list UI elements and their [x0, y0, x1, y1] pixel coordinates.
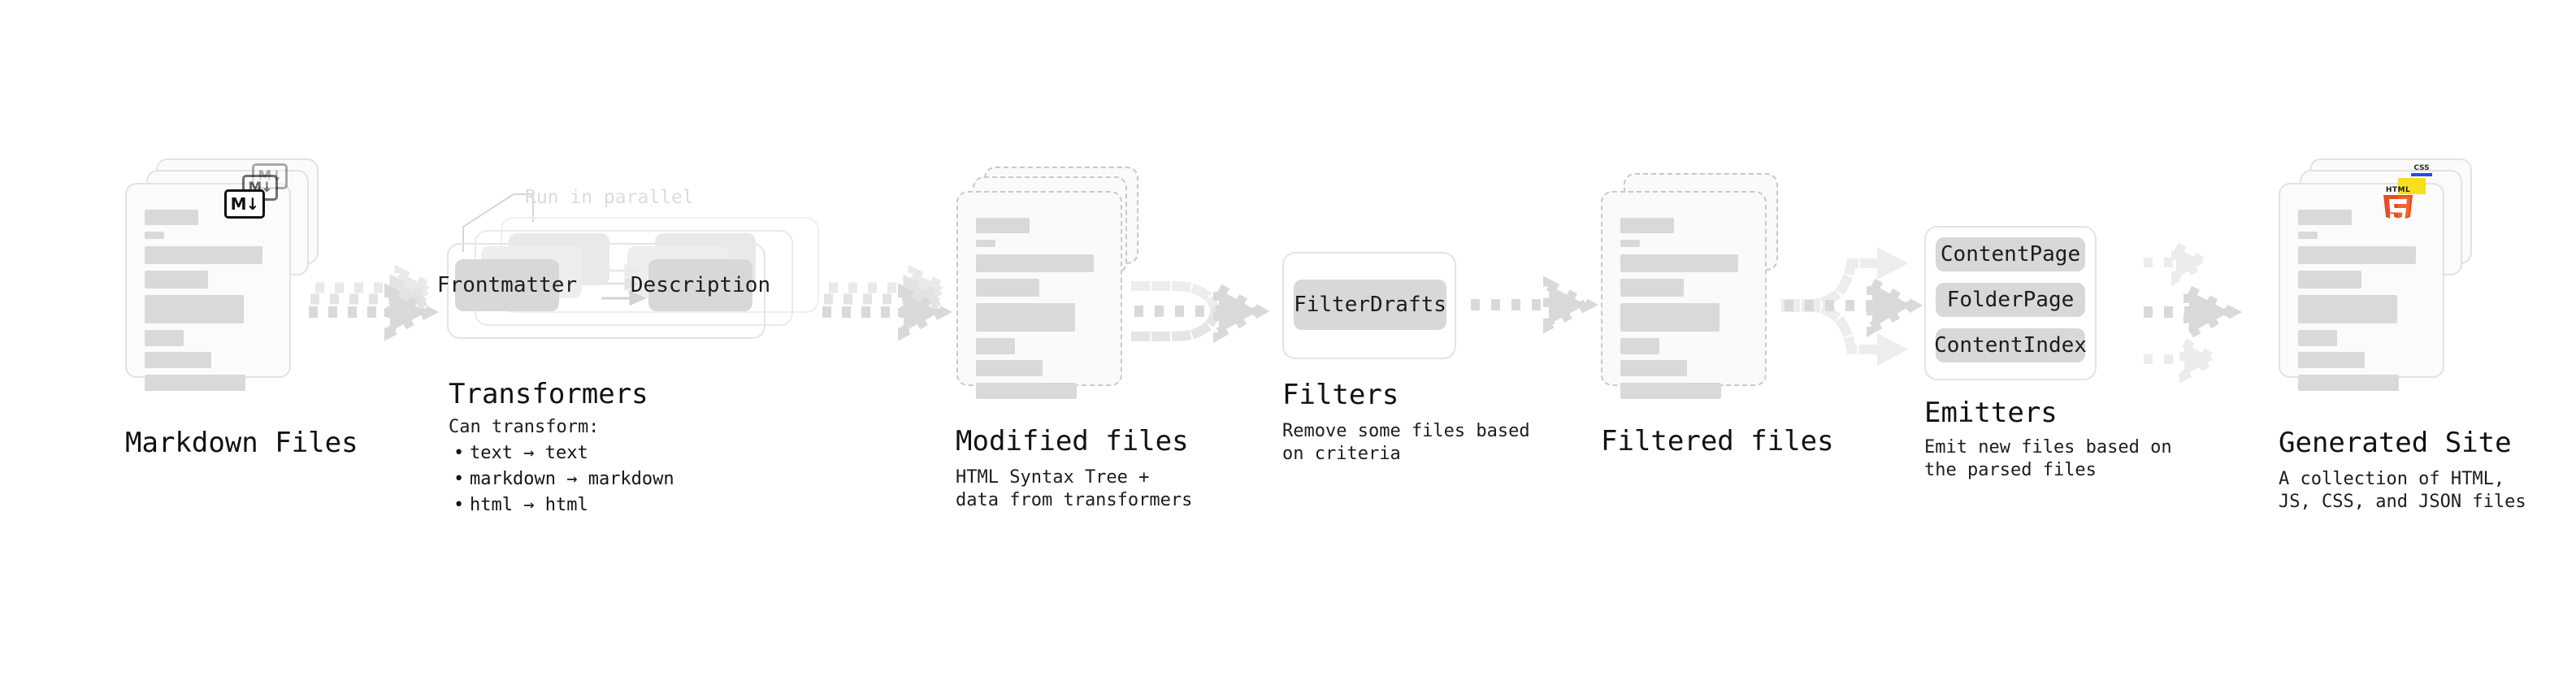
modified-card-front [956, 191, 1122, 399]
transformers-group: Run in parallel Frontmatter Description [437, 187, 821, 370]
connector-emitters-to-generated [2144, 238, 2243, 384]
filtered-card-front [1601, 191, 1767, 399]
connector-filters-to-filtered [1471, 275, 1599, 334]
modified-files-desc-1: data from transformers [956, 490, 1193, 510]
filtered-files-label: Filtered files [1601, 425, 1834, 458]
markdown-icon: M↓ [224, 189, 265, 219]
markdown-files-group: M↓ M↓ M↓ [122, 158, 333, 427]
css3-icon: CSS [2411, 164, 2432, 176]
javascript-icon [2398, 178, 2426, 194]
filterdrafts-chip[interactable]: FilterDrafts [1294, 280, 1446, 330]
generated-site-desc-1: JS, CSS, and JSON files [2279, 492, 2526, 512]
filters-desc-0: Remove some files based [1282, 421, 1530, 441]
emitters-panel [1924, 226, 2097, 380]
description-chip[interactable]: Description [631, 259, 770, 311]
connector-markdown-to-transformers [309, 264, 444, 341]
transformers-bullet-0: text → text [453, 440, 674, 466]
modified-files-group [955, 167, 1158, 435]
emitters-desc-0: Emit new files based on [1924, 437, 2172, 458]
generated-card-front [2279, 183, 2444, 391]
html5-icon: HTML [2383, 186, 2413, 222]
modified-files-desc-0: HTML Syntax Tree + [956, 467, 1150, 488]
markdown-files-label: Markdown Files [125, 427, 358, 459]
contentindex-chip[interactable]: ContentIndex [1934, 328, 2087, 362]
folderpage-chip[interactable]: FolderPage [1936, 283, 2085, 317]
svg-text:HTML: HTML [2386, 186, 2410, 194]
transformers-bullets: text → text markdown → markdown html → h… [449, 440, 674, 518]
emitters-label: Emitters [1924, 397, 2058, 429]
markdown-card-front [125, 183, 291, 391]
transformers-bullet-1: markdown → markdown [453, 466, 674, 492]
transformers-inner-arrows [601, 263, 647, 306]
transformers-bullet-2: html → html [453, 492, 674, 518]
run-in-parallel-label: Run in parallel [525, 187, 694, 208]
transformers-desc-heading: Can transform: [449, 417, 600, 437]
emitters-desc-1: the parsed files [1924, 460, 2097, 480]
filters-panel [1282, 252, 1456, 359]
connector-modified-to-filters [1131, 280, 1270, 343]
generated-site-group: CSS HTML [2275, 158, 2487, 427]
frontmatter-chip[interactable]: Frontmatter [437, 259, 577, 311]
generated-site-desc-0: A collection of HTML, [2279, 469, 2505, 489]
filters-desc-1: on criteria [1282, 444, 1401, 464]
connector-transformers-to-modified [822, 264, 957, 341]
modified-files-label: Modified files [956, 425, 1189, 458]
generated-site-label: Generated Site [2279, 427, 2512, 459]
connector-filtered-to-emitters [1781, 247, 1923, 366]
filtered-files-group [1599, 167, 1802, 435]
contentpage-chip[interactable]: ContentPage [1936, 237, 2085, 271]
filters-label: Filters [1282, 379, 1399, 411]
svg-text:CSS: CSS [2413, 164, 2429, 172]
transformers-label: Transformers [449, 378, 648, 410]
markdown-icon-text: M↓ [230, 194, 260, 214]
